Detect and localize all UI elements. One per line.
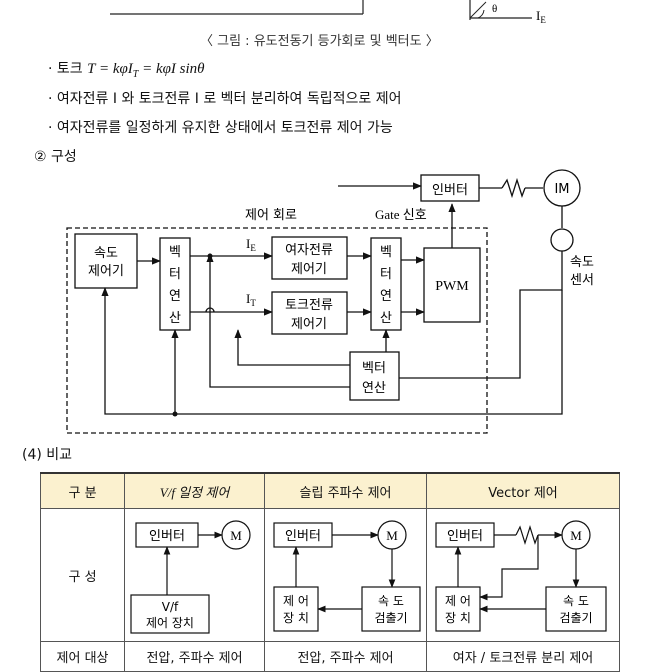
feedback-to-ie [209,260,350,388]
vf-inverter-label: 인버터 [149,529,185,544]
exc-controller-box [271,236,348,280]
speed-sensor-line2: 센서 [570,273,594,288]
vec-wave-symbol [515,524,539,546]
cell-vector-diagram: 인버터 M 제 어 장 치 속 도 검출기 [426,508,620,642]
sensor-feedback-right [399,251,563,379]
header-vf: V/f 일정 제어 [124,472,266,509]
row-label-configuration: 구 성 [39,508,126,642]
slip-diagram: 인버터 M 제 어 장 치 속 도 검출기 [272,520,421,632]
vc-left-2: 터 [169,267,181,282]
section-2-heading: ② 구성 [34,149,77,165]
motor-label: IM [554,182,569,197]
section-4-heading: (4) 비교 [22,447,73,463]
cell-vector-target: 여자 / 토크전류 분리 제어 [426,641,620,672]
vc-right-2: 터 [380,267,392,282]
speed-controller-line1: 속도 [94,246,118,261]
bullet-torque-prefix: · 토크 [48,61,88,77]
theta-label: θ [492,3,497,15]
speed-controller-box [74,233,138,289]
cell-vf-target: 전압, 주파수 제어 [124,641,266,672]
header-vector: Vector 제어 [426,472,620,509]
vec-motor-label: M [570,528,582,543]
vf-device-line1: V/f [161,600,178,614]
control-circuit-boundary [66,227,488,434]
node-ie [207,253,213,259]
vec-sensor-line1: 속 도 [563,594,589,608]
vc-bottom-line2: 연산 [362,381,386,396]
table-row-control-target: 제어 대상 전압, 주파수 제어 전압, 주파수 제어 여자 / 토크전류 분리… [39,641,620,672]
bullet-vector-split: · 여자전류 I 와 토크전류 I 로 벡터 분리하여 독립적으로 제어 [48,91,402,107]
vf-diagram: 인버터 M V/f 제어 장치 [129,520,251,634]
exc-controller-line1: 여자전류 [285,243,333,258]
torque-controller-line2: 제어기 [291,317,327,332]
slip-sensor-line2: 검출기 [374,611,407,625]
vf-device-box [129,594,210,634]
torque-formula: T = kφIT = kφI sinθ [87,61,205,80]
vec-current-feedback [479,535,539,601]
inverter-label: 인버터 [432,183,468,198]
vec-inverter-label: 인버터 [447,529,483,544]
vc-right-1: 벡 [380,245,392,260]
cell-slip-target: 전압, 주파수 제어 [264,641,428,672]
row-label-control-target: 제어 대상 [39,641,126,672]
slip-device-line1: 제 어 [283,594,309,608]
vc-left-4: 산 [169,311,181,326]
vf-motor-circle [220,520,251,550]
header-category: 구 분 [39,472,126,509]
speed-controller-line2: 제어기 [88,264,124,279]
figure-caption: 〈 그림 : 유도전동기 등가회로 및 벡터도 〉 [200,34,439,49]
slip-inverter-label: 인버터 [285,529,321,544]
speed-feedback [101,287,563,415]
crossing-hop [205,307,215,313]
vf-device-line2: 제어 장치 [146,616,194,630]
it-signal-label: IT [246,291,256,308]
speed-sensor-line1: 속도 [570,255,594,270]
cell-vf-diagram: 인버터 M V/f 제어 장치 [124,508,266,642]
table-row-configuration: 구 성 인버터 M V/f 제어 장치 [39,508,620,642]
vc-left-1: 벡 [169,245,181,260]
wave-symbol [501,177,526,199]
node-speed [172,411,178,417]
vec-device-line2: 장 치 [445,611,471,625]
vf-motor-label: M [230,528,242,543]
vc-right-4: 산 [380,311,392,326]
ie-signal-label: IE [246,236,256,253]
gate-signal-label: Gate 신호 [375,207,427,222]
bullet-torque: · 토크 T = kφIT = kφI sinθ [48,58,205,80]
control-circuit-label: 제어 회로 [245,208,297,223]
exc-controller-line2: 제어기 [291,262,327,277]
feedback-to-vc-left [234,329,350,366]
vector-calc-bottom-box [349,351,400,401]
table-header-row: 구 분 V/f 일정 제어 슬립 주파수 제어 Vector 제어 [39,472,620,509]
vec-sensor-line2: 검출기 [559,611,592,625]
torque-controller-line1: 토크전류 [285,298,333,313]
speed-sensor-circle [550,228,574,252]
slip-sensor-line1: 속 도 [378,594,404,608]
vc-right-3: 연 [380,289,392,304]
vector-control-diagram: 인버터 IM 제어 회로 Gate 신호 속도 제어기 벡 터 연 산 IE I… [66,169,594,434]
vector-arrow [469,1,487,19]
vc-left-3: 연 [169,289,181,304]
pwm-label: PWM [435,279,469,294]
ie-label: IE [536,8,546,25]
vc-bottom-line1: 벡터 [362,361,386,376]
vec-device-line1: 제 어 [445,594,471,608]
comparison-table: 구 분 V/f 일정 제어 슬립 주파수 제어 Vector 제어 구 성 인버… [39,472,620,672]
cell-slip-diagram: 인버터 M 제 어 장 치 속 도 검출기 [264,508,428,642]
bullet-constant-excitation: · 여자전류를 일정하게 유지한 상태에서 토크전류 제어 가능 [48,120,393,136]
header-slip: 슬립 주파수 제어 [264,472,428,509]
angle-arc [477,9,485,19]
pwm-box [423,247,481,323]
slip-device-line2: 장 치 [283,611,309,625]
vector-diagram: 인버터 M 제 어 장 치 속 도 검출기 [435,520,607,632]
equivalent-circuit-fragment: θ IE [110,0,546,25]
slip-motor-label: M [386,528,398,543]
torque-controller-box [271,291,348,335]
